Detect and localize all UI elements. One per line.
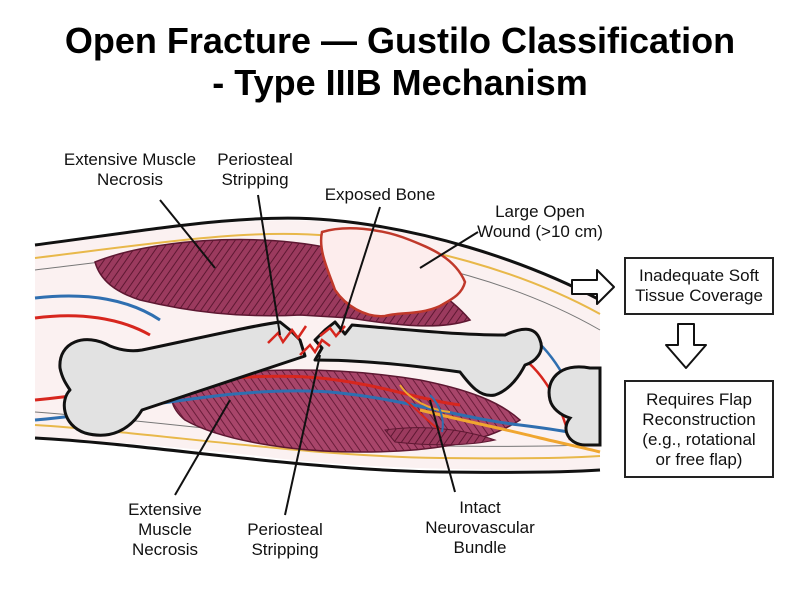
label-muscle-necrosis-top: Extensive Muscle Necrosis [63, 150, 197, 189]
leader-lines [159, 194, 479, 516]
label-large-open-wound: Large Open Wound (>10 cm) [477, 202, 603, 241]
arrow-to-coverage [571, 269, 615, 305]
fracture-crack-1 [267, 325, 308, 345]
fracture-crack-2 [299, 338, 331, 356]
fractured-bone [58, 320, 602, 447]
box-requires-flap: Requires Flap Reconstruction (e.g., rota… [624, 380, 774, 478]
label-exposed-bone: Exposed Bone [324, 185, 436, 204]
box-inadequate-coverage: Inadequate Soft Tissue Coverage [624, 257, 774, 315]
label-periosteal-bottom: Periosteal Stripping [247, 520, 323, 559]
vein-upper [34, 294, 161, 322]
label-neurovascular-bundle: Intact Neurovascular Bundle [425, 498, 535, 557]
leader-exposed-bone [339, 206, 381, 333]
bone-distal-fragment [313, 320, 543, 397]
leader-periosteal-bottom [284, 354, 321, 516]
nerve-lower [419, 408, 601, 454]
diagram-title-line1: Open Fracture — Gustilo Classification [64, 20, 736, 61]
subcutaneous-line-bottom [34, 424, 601, 460]
arrow-to-flap [665, 323, 707, 369]
label-periosteal-top: Periosteal Stripping [217, 150, 293, 189]
skin-outline-bottom [34, 436, 601, 474]
open-wound [319, 227, 467, 318]
bone-proximal-fragment [58, 320, 307, 437]
leader-muscle-bottom [174, 399, 231, 496]
leader-muscle-top [159, 199, 216, 269]
leader-periosteal-top [257, 194, 281, 336]
label-muscle-necrosis-bottom: Extensive Muscle Necrosis [128, 500, 202, 559]
bone-adjacent [547, 365, 602, 447]
diagram-title-line2: - Type IIIB Mechanism [212, 62, 588, 103]
artery-upper [34, 314, 151, 337]
leader-neurovascular [429, 399, 456, 493]
skin-outline-top [34, 216, 601, 302]
leader-wound [419, 231, 479, 269]
